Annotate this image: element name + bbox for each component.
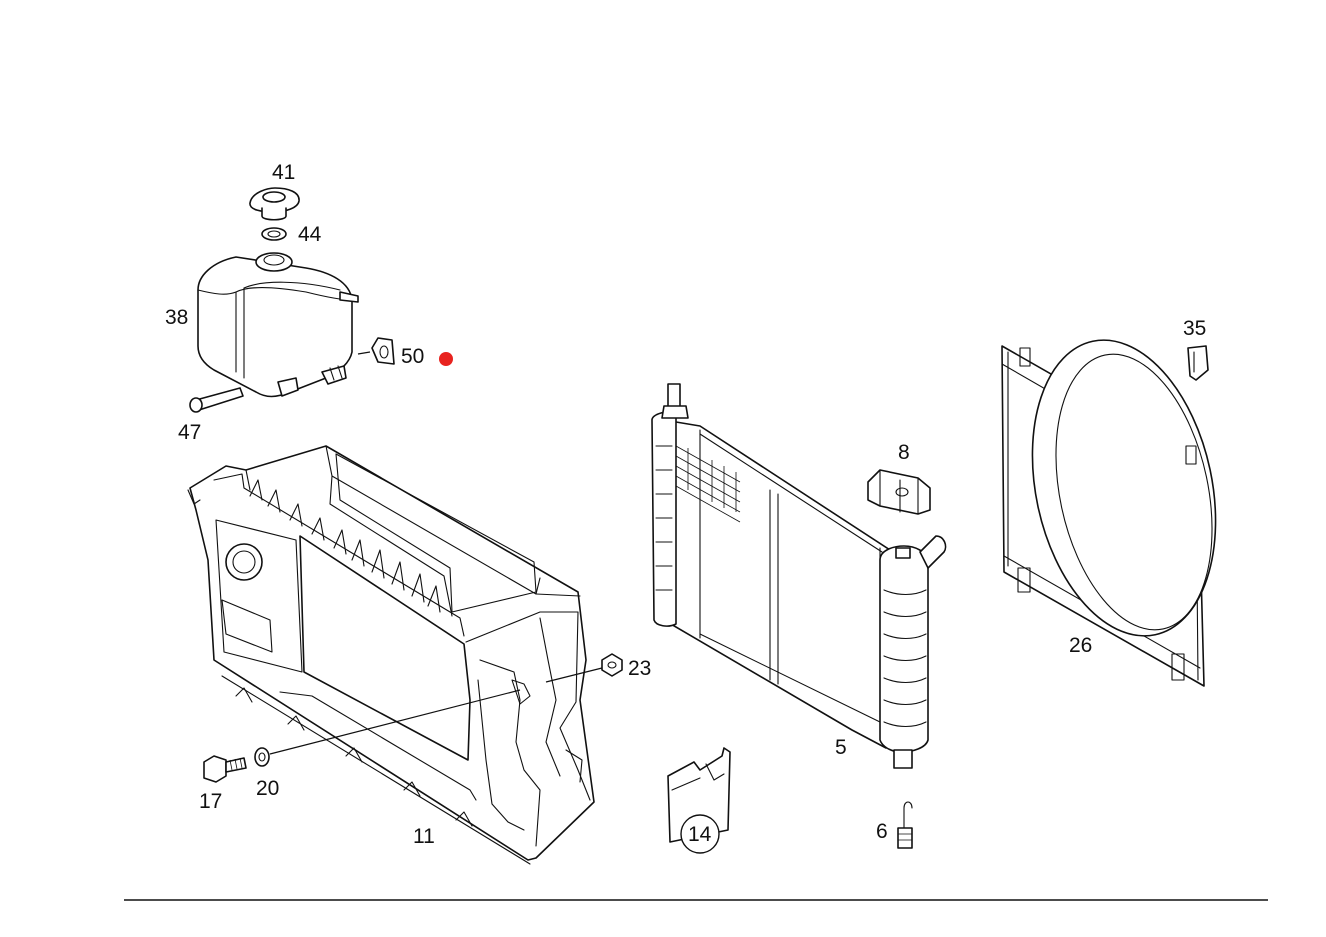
callout-20: 20 — [256, 777, 279, 800]
part-38-expansion-tank[interactable] — [197, 252, 359, 398]
callout-17: 17 — [199, 790, 222, 813]
part-23-nut[interactable] — [545, 653, 623, 683]
callout-41: 41 — [272, 161, 295, 184]
callout-14: 14 — [688, 823, 712, 846]
marker-dot — [439, 352, 453, 366]
part-47-bolt[interactable] — [189, 387, 244, 413]
callout-50: 50 — [401, 345, 424, 368]
part-44-seal-ring[interactable] — [261, 227, 287, 241]
callout-44: 44 — [298, 223, 322, 246]
callout-26: 26 — [1069, 634, 1092, 657]
part-41-filler-cap[interactable] — [249, 187, 300, 221]
callout-14-circle — [680, 814, 720, 854]
callout-47: 47 — [178, 421, 201, 444]
callout-8: 8 — [898, 441, 910, 464]
callout-23: 23 — [628, 657, 651, 680]
part-6-spring-clip[interactable] — [897, 801, 913, 849]
part-5-radiator[interactable] — [651, 383, 947, 769]
callout-38: 38 — [165, 306, 188, 329]
part-17-bolt[interactable] — [203, 755, 247, 783]
part-50-clip[interactable] — [357, 337, 395, 365]
part-26-fan-shroud[interactable] — [1001, 323, 1241, 687]
part-35-clip[interactable] — [1187, 345, 1209, 381]
callout-11: 11 — [413, 825, 435, 848]
part-8-rubber-mount[interactable] — [867, 469, 931, 515]
callout-5: 5 — [835, 736, 847, 759]
callout-6: 6 — [876, 820, 888, 843]
part-20-washer[interactable] — [254, 689, 521, 767]
part-11-radiator-frame[interactable] — [187, 445, 595, 865]
callout-35: 35 — [1183, 317, 1206, 340]
